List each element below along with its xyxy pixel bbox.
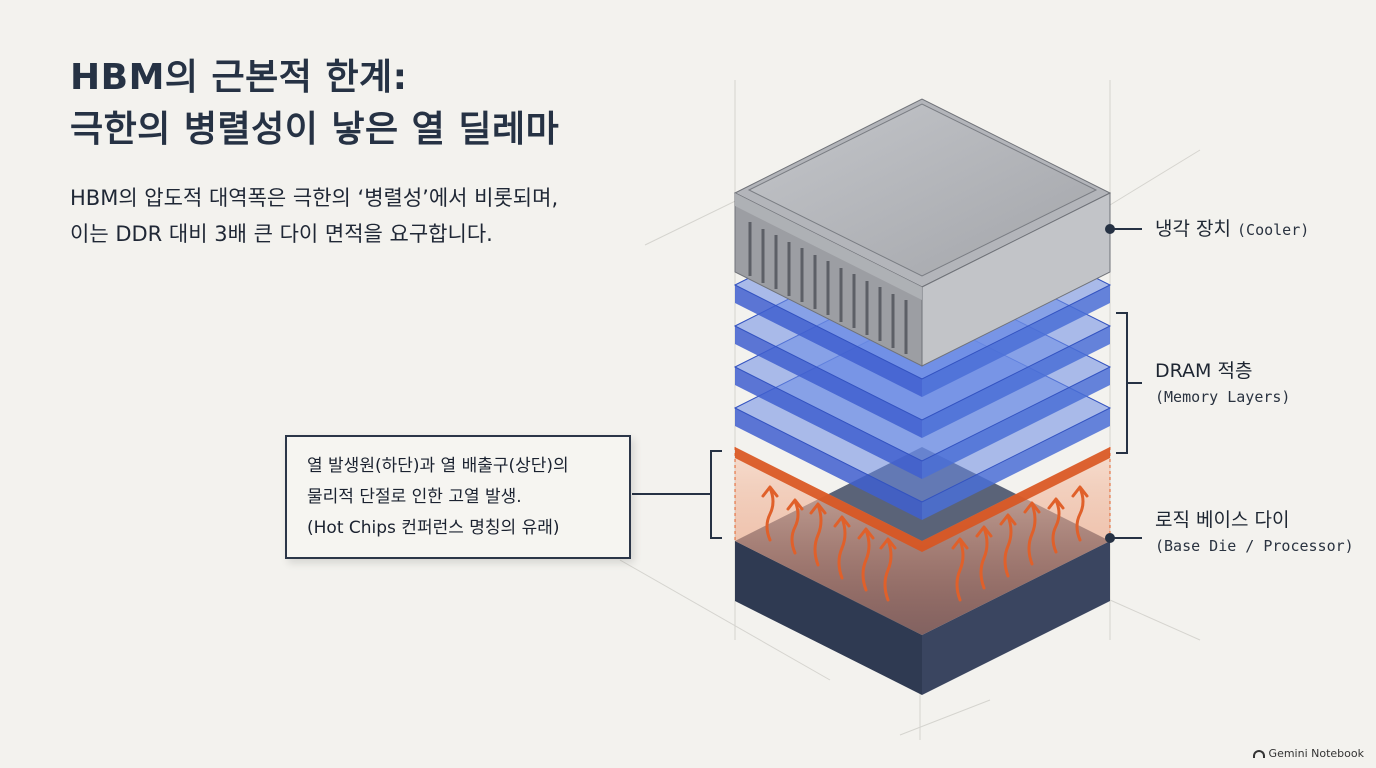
heat-arrow (999, 513, 1017, 578)
heat-arrow (879, 537, 897, 602)
notebook-logo-icon (1252, 749, 1265, 758)
base-die-label-sub: (Base Die / Processor) (1155, 537, 1354, 555)
callout-line-1: 열 발생원(하단)과 열 배출구(상단)의 (307, 456, 569, 476)
heat-arrow (1047, 497, 1065, 554)
leader-lines (632, 224, 1142, 543)
heat-arrow (786, 498, 804, 555)
heat-arrow (857, 527, 875, 592)
subtitle: HBM의 압도적 대역폭은 극한의 ‘병렬성’에서 비롯되며, 이는 DDR 대… (70, 180, 558, 252)
heat-arrows (761, 485, 1089, 602)
heat-arrow (1023, 501, 1041, 566)
title-line-2: 극한의 병렬성이 낳은 열 딜레마 (70, 109, 560, 150)
cooler-label-main: 냉각 장치 (1155, 218, 1231, 240)
cooler (733, 98, 1112, 367)
dram-label-main: DRAM 적층 (1155, 360, 1253, 382)
base-die-label: 로직 베이스 다이 (Base Die / Processor) (1155, 507, 1354, 559)
subtitle-line-2: 이는 DDR 대비 3배 큰 다이 면적을 요구합니다. (70, 222, 493, 246)
heat-arrow (761, 485, 779, 542)
dram-label: DRAM 적층 (Memory Layers) (1155, 358, 1290, 410)
title-line-1: HBM의 근본적 한계: (70, 57, 408, 98)
callout-line-2: 물리적 단절로 인한 고열 발생. (307, 487, 522, 507)
watermark: Gemini Notebook (1252, 747, 1364, 760)
page-title: HBM의 근본적 한계: 극한의 병렬성이 낳은 열 딜레마 (70, 52, 559, 156)
cooler-label: 냉각 장치 (Cooler) (1155, 216, 1309, 243)
heat-arrow (1071, 485, 1089, 542)
heat-arrow (975, 525, 993, 590)
watermark-text: Gemini Notebook (1268, 747, 1364, 760)
dram-label-sub: (Memory Layers) (1155, 388, 1291, 406)
cooler-label-sub: (Cooler) (1237, 221, 1310, 239)
heat-callout-box: 열 발생원(하단)과 열 배출구(상단)의 물리적 단절로 인한 고열 발생. … (285, 435, 631, 559)
base-die-label-main: 로직 베이스 다이 (1155, 509, 1290, 531)
heatsink-fins (748, 222, 908, 354)
heat-arrow (809, 502, 827, 567)
heat-arrow (951, 537, 969, 602)
heat-arrow (833, 515, 851, 580)
callout-line-3: (Hot Chips 컨퍼런스 명칭의 유래) (307, 518, 560, 538)
subtitle-line-1: HBM의 압도적 대역폭은 극한의 ‘병렬성’에서 비롯되며, (70, 186, 559, 210)
